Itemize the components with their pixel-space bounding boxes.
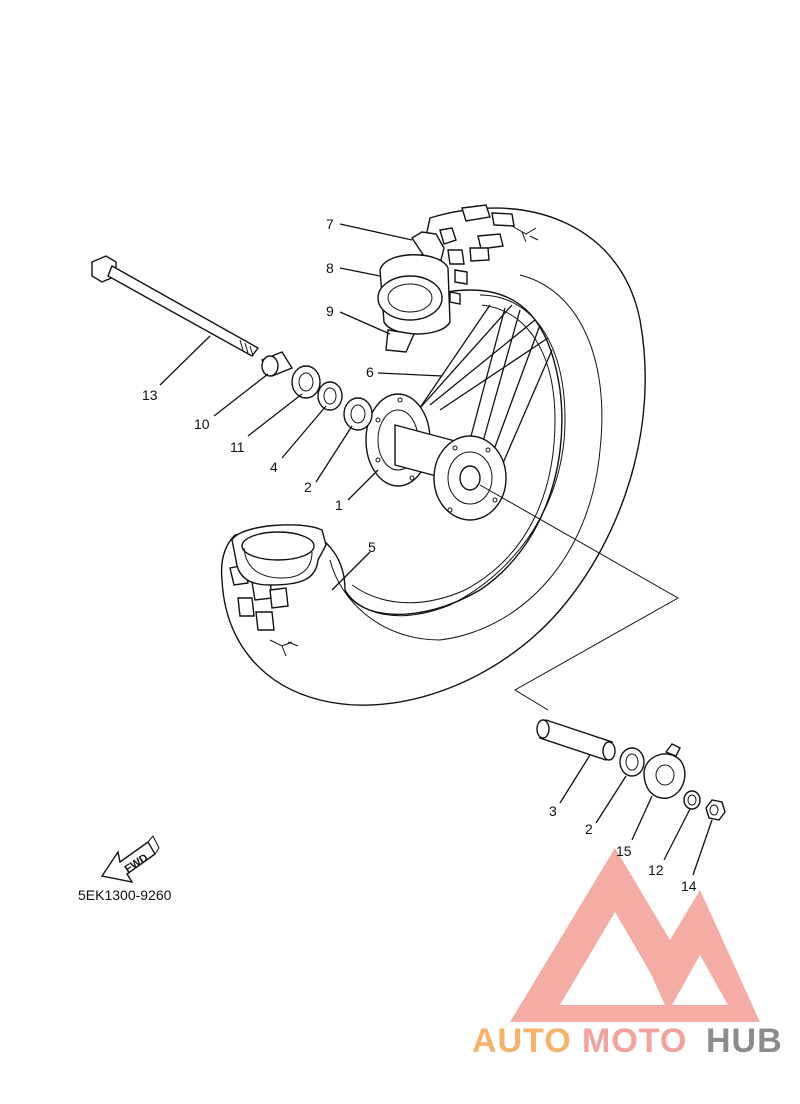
callout-12: 12	[648, 862, 664, 878]
callout-6: 6	[366, 364, 374, 380]
oil-seal-11	[291, 365, 321, 399]
callout-15: 15	[616, 843, 632, 859]
speedometer-gear-15	[643, 743, 686, 799]
forward-direction-arrow: FWD	[100, 835, 160, 884]
bearing-2-left	[343, 397, 373, 431]
tread-blocks-top	[461, 204, 539, 262]
spacer-3	[536, 719, 616, 761]
callout-1: 1	[335, 497, 343, 513]
callout-13: 13	[142, 387, 158, 403]
callout-10: 10	[194, 416, 210, 432]
logo-triangle-notch	[672, 955, 728, 1005]
callout-5: 5	[368, 539, 376, 555]
assembly-guide-lines	[479, 484, 680, 711]
nut-14	[705, 799, 726, 821]
callout-2-left: 2	[304, 479, 312, 495]
tire-bead-cutaway	[231, 524, 327, 586]
callout-3: 3	[549, 803, 557, 819]
leader-lines	[159, 223, 713, 876]
washer-12	[683, 790, 701, 810]
callout-labels: 7 8 9 6 13 10 11 4 2 1 5 3 2 15 12 14	[142, 216, 697, 894]
logo-triangle-inner	[560, 912, 665, 1005]
wheel-hub	[365, 393, 507, 521]
logo-word-moto: MOTO	[582, 1022, 687, 1060]
bearing-2-right	[619, 747, 645, 777]
bearing-4	[317, 381, 343, 411]
callout-4: 4	[270, 459, 278, 475]
callout-11: 11	[230, 439, 245, 455]
watermark-logo: AUTO MOTO HUB	[472, 848, 783, 1060]
tire	[220, 204, 646, 706]
rim-band-tube	[377, 227, 468, 353]
callout-8: 8	[326, 260, 334, 276]
spokes	[414, 304, 553, 471]
callout-14: 14	[681, 878, 697, 894]
axle	[91, 255, 260, 357]
diagram-part-code: 5EK1300-9260	[78, 887, 172, 903]
collar-10	[260, 351, 294, 377]
callout-7: 7	[326, 216, 334, 232]
logo-word-auto: AUTO	[472, 1022, 572, 1060]
logo-word-hub: HUB	[706, 1022, 783, 1060]
callout-9: 9	[326, 303, 334, 319]
callout-2-right: 2	[585, 821, 593, 837]
